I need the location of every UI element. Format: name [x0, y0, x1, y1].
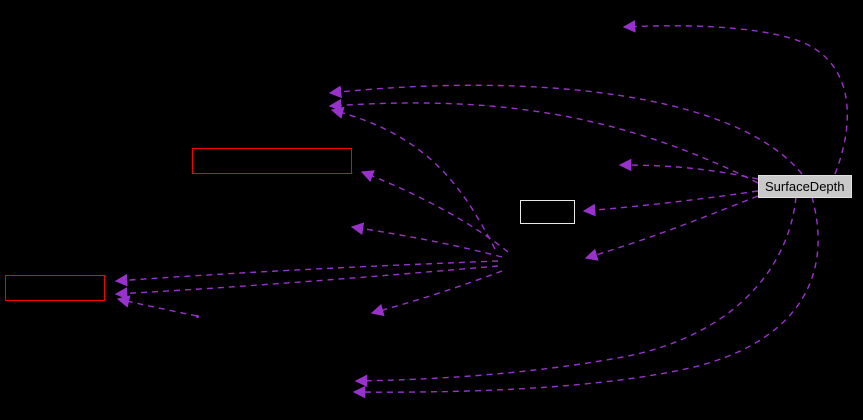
edge-mid-right	[618, 158, 759, 180]
edge-to-hub	[584, 195, 759, 261]
edge-top-sweep	[622, 20, 849, 175]
node-red-1[interactable]	[192, 148, 352, 174]
node-white-1[interactable]	[520, 200, 575, 224]
edge-hub-to-red-node-2b	[114, 265, 499, 300]
edge-hub-to-red-node-2a	[114, 260, 499, 287]
edge-stub-dot	[196, 315, 199, 318]
edge-hub-upper	[330, 106, 496, 250]
edge-bottom-sweep-1	[352, 196, 819, 399]
edge-bottom-sweep-2	[354, 196, 797, 388]
edge-hub-lower-left	[370, 270, 503, 317]
edge-hub-to-red-node-1	[360, 170, 509, 253]
edge-upper-left-1	[328, 84, 803, 175]
edge-to-white-node	[582, 190, 759, 217]
node-red-2[interactable]	[5, 275, 105, 301]
edge-upper-left-2	[328, 98, 759, 184]
edge-hub-left	[350, 222, 503, 258]
node-surfacedepth: SurfaceDepth	[758, 175, 852, 198]
edge-stub-to-red-node-2	[116, 295, 198, 317]
